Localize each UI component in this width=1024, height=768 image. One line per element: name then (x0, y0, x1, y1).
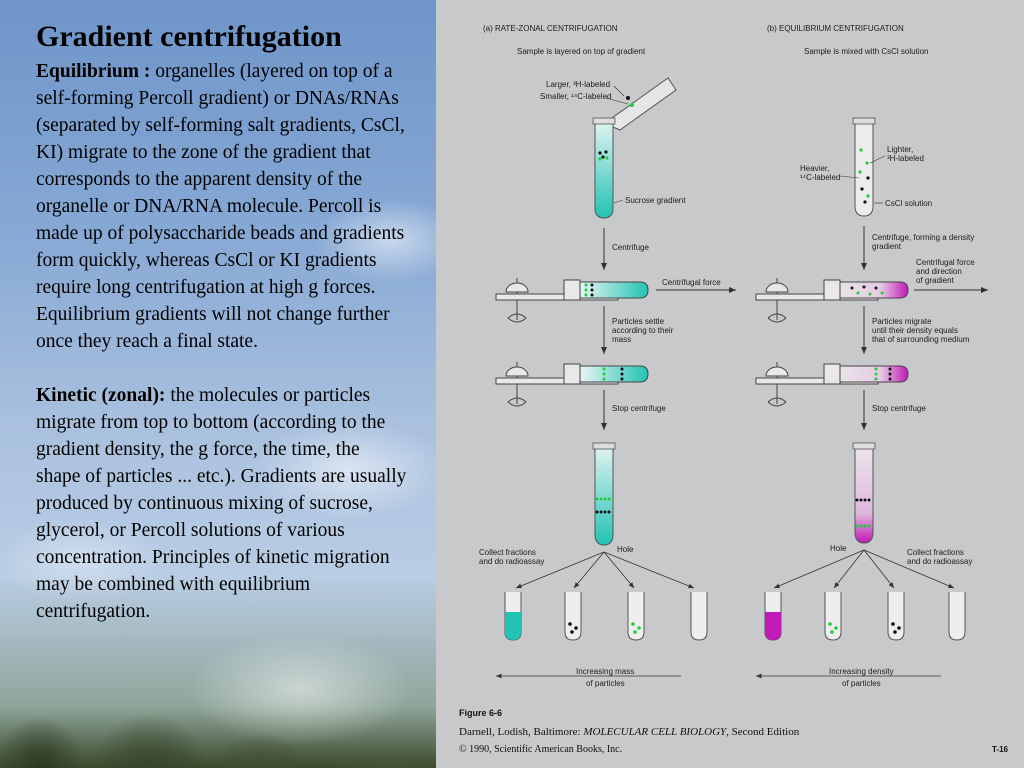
b-fraction-tubes (765, 592, 965, 640)
b-lighter-label-2: ³H-labeled (887, 154, 924, 163)
copyright: © 1990, Scientific American Books, Inc. (459, 744, 622, 755)
equilibrium-paragraph: Equilibrium : organelles (layered on top… (36, 58, 408, 355)
b-collect-label-1: Collect fractions (907, 548, 964, 557)
a-sucrose-label: Sucrose gradient (625, 196, 686, 205)
a-rotor-2 (496, 362, 648, 406)
b-sample-label: Sample is mixed with CsCl solution (804, 47, 929, 56)
tree-silhouette (0, 678, 436, 768)
a-title: (a) RATE-ZONAL CENTRIFUGATION (483, 24, 618, 33)
a-axis-label-2: of particles (586, 679, 625, 688)
b-heavier-label-2: ¹⁴C-labeled (800, 173, 840, 182)
a-settle-label-1: Particles settle (612, 317, 665, 326)
a-sucrose-tube (593, 118, 615, 218)
b-centrifuge-label-2: gradient (872, 242, 902, 251)
kinetic-body: the molecules or particles migrate from … (36, 385, 406, 622)
citation: Darnell, Lodish, Baltimore: MOLECULAR CE… (459, 726, 799, 738)
b-centrifuge-label-1: Centrifuge, forming a density (872, 233, 974, 242)
b-stop-label: Stop centrifuge (872, 404, 926, 413)
a-force-label: Centrifugal force (662, 278, 721, 287)
a-settle-label-3: mass (612, 335, 631, 344)
equilibrium-body: organelles (layered on top of a self-for… (36, 61, 405, 352)
a-collect-label-1: Collect fractions (479, 548, 536, 557)
b-rotor-2 (756, 362, 908, 406)
b-axis-label-2: of particles (842, 679, 881, 688)
b-force-label-2: and direction (916, 267, 962, 276)
a-pouring-tube (608, 78, 676, 130)
b-final-tube (853, 443, 875, 543)
b-hole-label: Hole (830, 544, 847, 553)
b-heavier-label-1: Heavier, (800, 164, 829, 173)
b-migrate-label-2: until their density equals (872, 326, 958, 335)
kinetic-label: Kinetic (zonal): (36, 385, 165, 406)
citation-edition: , Second Edition (726, 726, 799, 738)
b-axis-label-1: Increasing density (829, 667, 893, 676)
kinetic-paragraph: Kinetic (zonal): the molecules or partic… (36, 382, 408, 625)
b-force-label-3: of gradient (916, 276, 955, 285)
a-rotor-1 (496, 278, 648, 322)
citation-book: MOLECULAR CELL BIOLOGY (583, 726, 726, 738)
centrifugation-diagram: (a) RATE-ZONAL CENTRIFUGATION Sample is … (436, 0, 1024, 768)
b-cscl-tube (853, 118, 875, 216)
a-settle-label-2: according to their (612, 326, 674, 335)
figure-panel: (a) RATE-ZONAL CENTRIFUGATION Sample is … (436, 0, 1024, 768)
citation-authors: Darnell, Lodish, Baltimore: (459, 726, 583, 738)
slide-title: Gradient centrifugation (36, 18, 408, 56)
equilibrium-label: Equilibrium : (36, 61, 150, 82)
page-code: T-16 (992, 745, 1008, 754)
slide-body: Gradient centrifugation Equilibrium : or… (36, 18, 408, 625)
figure-label: Figure 6-6 (459, 708, 502, 718)
b-force-label-1: Centrifugal force (916, 258, 975, 267)
b-migrate-label-3: that of surrounding medium (872, 335, 970, 344)
slide-text-panel: Gradient centrifugation Equilibrium : or… (0, 0, 436, 768)
b-lighter-label-1: Lighter, (887, 145, 913, 154)
a-larger-label: Larger, ³H-labeled (546, 80, 610, 89)
b-cscl-label: CsCl solution (885, 199, 932, 208)
a-final-tube (593, 443, 615, 545)
a-stop-label: Stop centrifuge (612, 404, 666, 413)
a-collect-label-2: and do radioassay (479, 557, 544, 566)
a-smaller-label: Smaller, ¹⁴C-labeled (540, 92, 611, 101)
a-fraction-tubes (505, 592, 707, 640)
b-migrate-label-1: Particles migrate (872, 317, 932, 326)
a-sample-label: Sample is layered on top of gradient (517, 47, 646, 56)
a-hole-label: Hole (617, 545, 634, 554)
b-rotor-1 (756, 278, 908, 322)
b-title: (b) EQUILIBRIUM CENTRIFUGATION (767, 24, 904, 33)
b-collect-label-2: and do radioassay (907, 557, 972, 566)
a-axis-label-1: Increasing mass (576, 667, 634, 676)
a-centrifuge-label: Centrifuge (612, 243, 649, 252)
